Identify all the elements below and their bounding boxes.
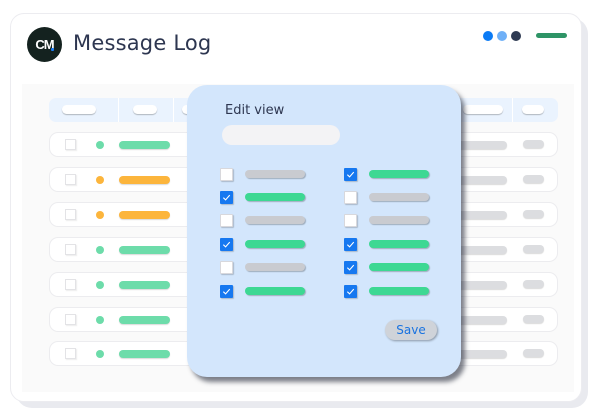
row-action[interactable] [523, 349, 544, 357]
row-status-text [119, 316, 170, 324]
column-left-6-checkbox[interactable] [220, 285, 233, 298]
checkmark-icon [222, 241, 231, 248]
row-cell-text [435, 141, 507, 149]
column-right-3-checkbox[interactable] [344, 214, 357, 227]
save-button[interactable]: Save [385, 320, 437, 340]
checkmark-icon [346, 171, 355, 178]
column-left-1-checkbox[interactable] [220, 168, 233, 181]
status-dot-icon [96, 141, 104, 149]
row-checkbox[interactable] [65, 279, 76, 290]
column-right-1-label [369, 170, 429, 178]
row-action[interactable] [523, 175, 544, 183]
row-action[interactable] [523, 210, 544, 218]
row-cell-text [435, 316, 507, 324]
column-right-6-checkbox[interactable] [344, 285, 357, 298]
checkmark-icon [222, 194, 231, 201]
column-divider [512, 98, 513, 122]
status-dot-icon [96, 316, 104, 324]
column-left-6-label [245, 287, 305, 295]
column-header[interactable] [463, 105, 503, 114]
row-action[interactable] [523, 315, 544, 323]
row-status-text [119, 176, 170, 184]
page-title: Message Log [73, 31, 212, 55]
column-left-3-checkbox[interactable] [220, 214, 233, 227]
column-left-3-label [245, 216, 305, 224]
row-cell-text [435, 350, 507, 358]
row-checkbox[interactable] [65, 244, 76, 255]
status-dot-icon [96, 246, 104, 254]
row-checkbox[interactable] [65, 314, 76, 325]
column-right-2-checkbox[interactable] [344, 191, 357, 204]
row-action[interactable] [523, 140, 544, 148]
status-dot-icon [96, 211, 104, 219]
menu-dash-icon[interactable] [536, 33, 567, 38]
row-status-text [119, 211, 170, 219]
column-right-4-label [369, 240, 429, 248]
column-right-1-checkbox[interactable] [344, 168, 357, 181]
row-action[interactable] [523, 245, 544, 253]
checkmark-icon [346, 264, 355, 271]
column-divider [118, 98, 119, 122]
column-left-1-label [245, 170, 305, 178]
row-cell-text [435, 246, 507, 254]
row-action[interactable] [523, 280, 544, 288]
dialog-title: Edit view [225, 103, 285, 118]
column-left-4-checkbox[interactable] [220, 238, 233, 251]
column-header[interactable] [133, 105, 157, 114]
column-search-input[interactable] [222, 125, 340, 145]
row-checkbox[interactable] [65, 174, 76, 185]
row-status-text [119, 350, 170, 358]
column-left-2-label [245, 193, 305, 201]
column-divider [173, 98, 174, 122]
column-left-2-checkbox[interactable] [220, 191, 233, 204]
status-dot-icon [96, 281, 104, 289]
window-dot-navy[interactable] [511, 31, 521, 41]
column-right-5-label [369, 263, 429, 271]
row-cell-text [435, 281, 507, 289]
logo-text: CM [35, 37, 54, 52]
row-checkbox[interactable] [65, 348, 76, 359]
column-right-2-label [369, 193, 429, 201]
column-right-3-label [369, 216, 429, 224]
column-left-4-label [245, 240, 305, 248]
logo-dot [51, 48, 54, 51]
row-cell-text [435, 176, 507, 184]
checkmark-icon [346, 288, 355, 295]
column-right-6-label [369, 287, 429, 295]
row-checkbox[interactable] [65, 209, 76, 220]
column-right-4-checkbox[interactable] [344, 238, 357, 251]
window-controls [483, 31, 521, 41]
checkmark-icon [346, 241, 355, 248]
row-checkbox[interactable] [65, 139, 76, 150]
window-dot-light-blue[interactable] [497, 31, 507, 41]
row-status-text [119, 246, 170, 254]
status-dot-icon [96, 176, 104, 184]
edit-view-dialog: Edit view Save [187, 85, 461, 377]
checkmark-icon [222, 288, 231, 295]
row-status-text [119, 281, 170, 289]
column-header[interactable] [62, 105, 96, 114]
status-dot-icon [96, 350, 104, 358]
column-left-5-checkbox[interactable] [220, 261, 233, 274]
row-status-text [119, 141, 170, 149]
cm-logo: CM [27, 27, 62, 62]
window-dot-blue[interactable] [483, 31, 493, 41]
column-left-5-label [245, 263, 305, 271]
row-cell-text [435, 211, 507, 219]
column-right-5-checkbox[interactable] [344, 261, 357, 274]
column-header[interactable] [522, 105, 544, 114]
